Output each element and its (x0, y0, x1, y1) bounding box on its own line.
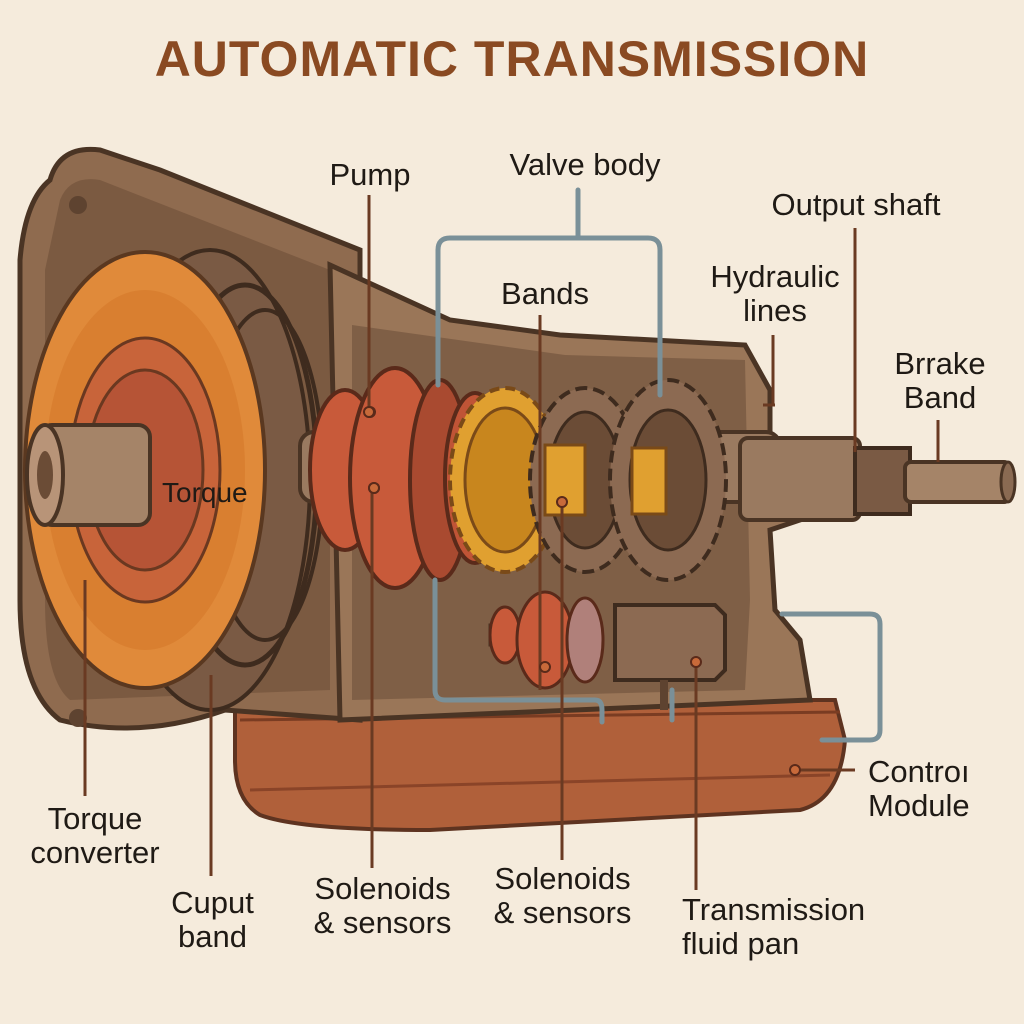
label-hydraulic-lines: Hydraulic lines (690, 260, 860, 328)
hydraulic-lines-drawing (432, 187, 883, 743)
label-solenoids-right-line1: Solenoids (494, 861, 631, 896)
label-solenoids-left-line2: & sensors (313, 905, 452, 940)
label-brake-band-line1: Brrake (894, 346, 986, 381)
planetary-gear-2 (608, 378, 728, 582)
label-hydraulic-lines-line2: lines (743, 293, 807, 328)
label-fluid-pan-line1: Transmission (682, 892, 866, 927)
label-cuput-band: Cuput band (150, 886, 275, 954)
leader-lines (83, 195, 940, 890)
label-torque-converter-line1: Torque (47, 801, 143, 836)
fluid-pan (233, 698, 848, 833)
label-output-shaft: Output shaft (771, 187, 941, 222)
label-control-module-line1: Controı (868, 754, 970, 789)
label-hydraulic-lines-line1: Hydraulic (710, 259, 840, 294)
lower-servo (488, 590, 605, 690)
label-control-module: Controı Module (868, 755, 1008, 823)
label-transmission-fluid-pan: Transmission fluid pan (682, 893, 892, 961)
label-solenoids-right: Solenoids & sensors (475, 862, 650, 930)
label-torque-inner: Torque (162, 477, 248, 508)
label-torque-converter: Torque converter (10, 802, 180, 870)
output-shaft-part (738, 436, 1017, 522)
label-valve-body: Valve body (509, 147, 661, 182)
label-brake-band-line2: Band (903, 380, 977, 415)
torque-converter (23, 248, 325, 712)
diagram-title: AUTOMATIC TRANSMISSION (154, 31, 870, 87)
label-bands: Bands (501, 276, 589, 311)
label-solenoids-left-line1: Solenoids (314, 871, 451, 906)
label-solenoids-right-line2: & sensors (493, 895, 632, 930)
leader-dots (363, 406, 801, 776)
label-torque-converter-line2: converter (30, 835, 160, 870)
gold-gear (448, 386, 562, 574)
label-brake-band: Brrake Band (880, 347, 1000, 415)
label-control-module-line2: Module (868, 788, 970, 823)
label-cuput-band-line2: band (178, 919, 247, 954)
label-fluid-pan-line2: fluid pan (682, 926, 800, 961)
label-pump: Pump (329, 157, 411, 192)
label-cuput-band-line1: Cuput (171, 885, 254, 920)
label-solenoids-left: Solenoids & sensors (295, 872, 470, 940)
